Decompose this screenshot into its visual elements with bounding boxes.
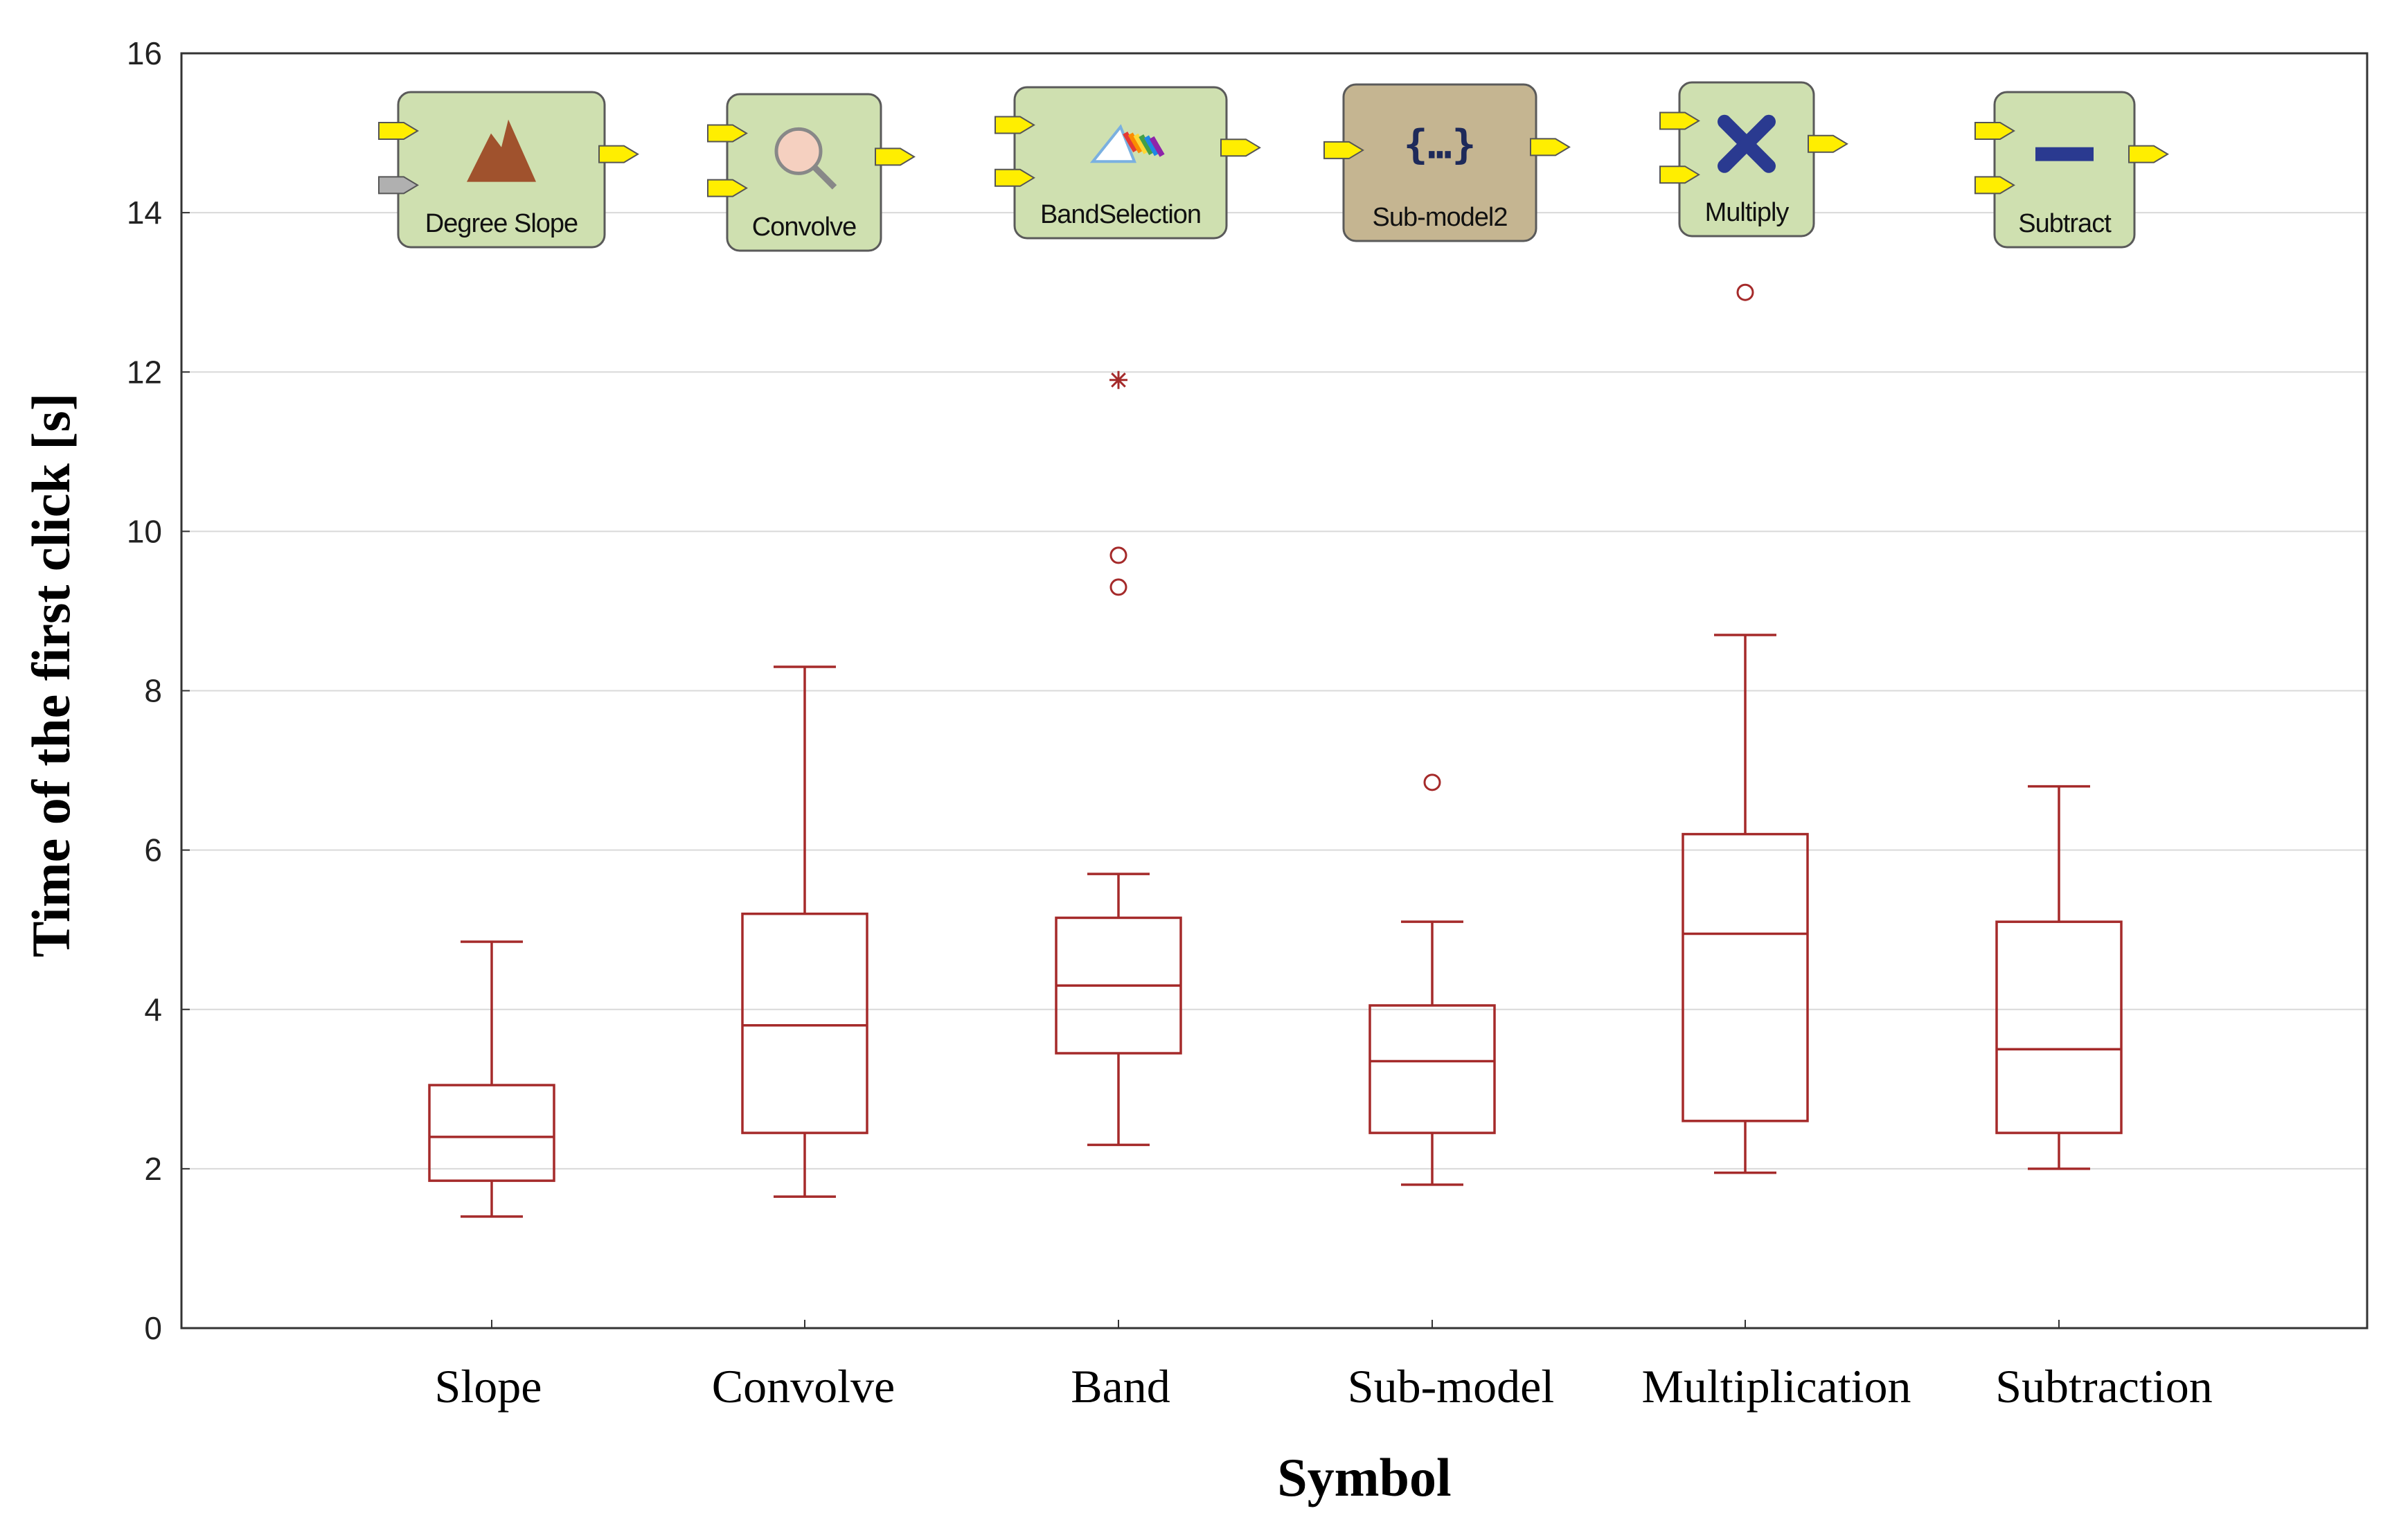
rainbow-band <box>1123 132 1139 153</box>
mountain-slope-icon <box>467 119 536 182</box>
curly-braces-icon: {…} <box>1404 120 1477 168</box>
iqr-box <box>1995 920 2123 1134</box>
node-body <box>1678 81 1815 238</box>
braces-glyph: {…} <box>1404 120 1477 168</box>
x-axis-title: Symbol <box>1277 1447 1451 1507</box>
y-tick-label: 16 <box>127 35 162 71</box>
multiply-x-icon <box>1718 114 1776 173</box>
iqr-box <box>741 912 868 1134</box>
port-arrow <box>378 176 419 195</box>
port-arrow <box>378 122 419 140</box>
y-axis-title: Time of the first click [s] <box>21 393 81 957</box>
x-axis-categories: Slope Convolve Band Sub-model Multiplication… <box>435 1360 2213 1413</box>
iqr-box <box>1368 1004 1496 1134</box>
rainbow-band <box>1133 133 1149 154</box>
prism-rainbow-icon <box>1089 124 1165 163</box>
port-arrow <box>707 124 748 143</box>
box-convolve <box>741 665 868 1198</box>
x-category-label: Convolve <box>712 1360 895 1413</box>
y-tick-label: 8 <box>144 673 162 709</box>
outlier-point <box>1736 283 1754 301</box>
node-body <box>1342 83 1537 242</box>
x-category-label: Subtraction <box>1995 1360 2213 1413</box>
lens <box>774 127 823 175</box>
plot-area-frame <box>180 52 2369 1329</box>
box-sub-model <box>1368 773 1496 1186</box>
port-arrow <box>995 116 1035 134</box>
iqr-box <box>1682 832 1809 1122</box>
node-label: Multiply <box>1705 198 1790 227</box>
y-tick-label: 14 <box>127 195 162 231</box>
port-arrow <box>2128 145 2169 163</box>
y-tick-label: 6 <box>144 832 162 868</box>
box-subtraction <box>1995 785 2123 1170</box>
port-arrow <box>1808 134 1848 153</box>
node-label: Subtract <box>2018 209 2112 238</box>
box-band <box>1055 370 1182 1147</box>
y-tick-label: 0 <box>144 1310 162 1346</box>
node-label: BandSelection <box>1040 200 1201 229</box>
node-convolve: Convolve <box>707 93 916 252</box>
rainbow-band <box>1149 136 1165 157</box>
node-multiply: Multiply <box>1659 81 1848 238</box>
y-tick-label: 4 <box>144 992 162 1028</box>
mountain-shape <box>467 119 536 182</box>
port-arrow <box>1974 176 2015 195</box>
y-tick-label: 2 <box>144 1151 162 1187</box>
x-category-label: Multiplication <box>1641 1360 1911 1413</box>
box-series <box>428 283 2123 1328</box>
rainbow-band <box>1139 134 1154 156</box>
port-arrow <box>598 145 639 163</box>
port-arrow <box>1323 141 1364 159</box>
port-arrow <box>1659 165 1700 184</box>
node-sub-model2: {…} Sub-model2 <box>1323 83 1571 242</box>
x-stroke <box>1718 114 1776 173</box>
node-label: Degree Slope <box>425 209 578 238</box>
port-arrow <box>995 168 1035 187</box>
port-arrow <box>875 147 916 166</box>
port-arrow <box>1659 111 1700 130</box>
minus-bar-icon <box>2035 147 2094 161</box>
node-subtract: Subtract <box>1974 91 2169 249</box>
symbol-icons: Degree Slope Convolve BandSelection {…} Sub-… <box>378 81 2169 252</box>
y-axis-ticks: 0 2 4 6 8 10 12 14 16 <box>127 35 190 1346</box>
node-label: Convolve <box>752 213 856 242</box>
y-tick-label: 10 <box>127 513 162 549</box>
x-category-label: Sub-model <box>1348 1360 1554 1413</box>
handle <box>812 165 837 190</box>
extreme-stroke <box>1111 372 1126 388</box>
outlier-point <box>1109 546 1127 564</box>
x-category-label: Slope <box>435 1360 542 1413</box>
node-bandselection: BandSelection <box>995 86 1261 240</box>
port-arrow <box>1974 122 2015 140</box>
box-multiplication <box>1682 283 1809 1174</box>
node-degree-slope: Degree Slope <box>378 91 639 249</box>
port-arrow <box>707 179 748 197</box>
grid-lines <box>181 212 2367 1170</box>
minus-bar <box>2035 147 2094 161</box>
port-arrow <box>1220 138 1261 157</box>
node-label: Sub-model2 <box>1373 203 1508 232</box>
iqr-box <box>428 1084 555 1182</box>
extreme-point <box>1109 370 1127 389</box>
rainbow-band <box>1143 135 1159 156</box>
node-body <box>1993 91 2136 249</box>
y-tick-label: 12 <box>127 354 162 390</box>
rainbow-band <box>1127 132 1143 154</box>
port-arrow <box>1530 138 1571 156</box>
magnifier-grid-icon <box>774 127 837 190</box>
x-category-label: Band <box>1071 1360 1170 1413</box>
box-slope <box>428 940 555 1218</box>
outlier-point <box>1109 578 1127 596</box>
outlier-point <box>1423 773 1441 791</box>
